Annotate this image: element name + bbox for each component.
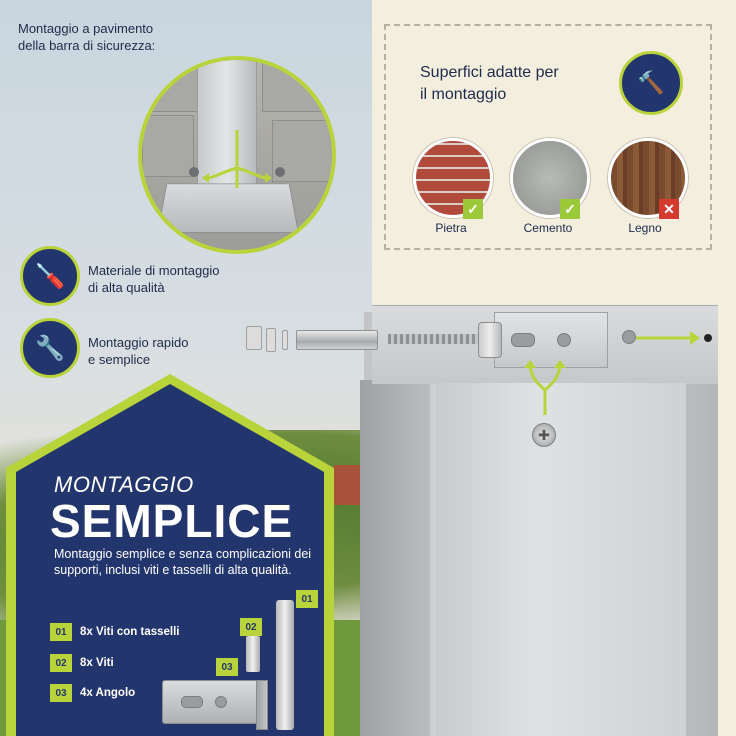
item-label-screws: 8x Viti [80,657,114,669]
item-number-03: 03 [50,684,72,702]
surfaces-title-line2: il montaggio [420,86,507,103]
part-tag-01: 01 [296,590,318,608]
part-screw-with-plug [276,600,294,730]
surfaces-title: Superfici adatte per il montaggio [420,62,620,106]
part-angle-side [256,680,268,730]
mounting-bracket [494,312,608,368]
floor-mount-title-line1: Montaggio a pavimento [18,21,154,36]
check-icon: ✓ [560,199,580,219]
phillips-screw-icon: ✚ [532,423,556,447]
screwdriver-thumb-icon: 🪛 [20,246,80,306]
feature-quality: Materiale di montaggio di alta qualità [88,262,220,296]
floor-arrows [189,130,285,188]
item-number-01: 01 [50,623,72,641]
screwdriver-wrench-icon: 🔧 [20,318,80,378]
item-label-screws-plugs: 8x Viti con tasselli [80,626,180,638]
rail-front [436,383,686,736]
item-label-angles: 4x Angolo [80,687,136,699]
surfaces-title-line1: Superfici adatte per [420,64,559,81]
surfaces-box [384,24,712,250]
part-tag-02: 02 [240,618,262,636]
hammer-icon: 🔨 [619,51,683,115]
wall-plug [296,330,378,350]
feature-quality-line1: Materiale di montaggio [88,263,220,278]
screw-head [478,322,502,358]
panel-subtitle: MONTAGGIO [54,472,194,497]
cross-icon: ✕ [659,199,679,219]
surface-wood-label: Legno [628,221,662,235]
panel-title: SEMPLICE [50,495,294,547]
lag-screw [388,334,488,344]
feature-quick: Montaggio rapido e semplice [88,334,188,368]
spring-washer [282,330,288,350]
floor-mount-photo [138,56,336,254]
check-icon: ✓ [463,199,483,219]
surface-concrete-label: Cemento [523,221,573,235]
feature-quick-line1: Montaggio rapido [88,335,189,350]
nut [266,328,276,352]
feature-quality-line2: di alta qualità [88,280,165,295]
part-screw [246,636,260,672]
part-tag-03: 03 [216,658,238,676]
item-number-02: 02 [50,654,72,672]
surface-stone-label: Pietra [435,221,467,235]
feature-quick-line2: e semplice [88,352,151,367]
panel-description: Montaggio semplice e senza complicazioni… [54,547,312,577]
rail-side [360,380,430,736]
floor-mount-title-line2: della barra di sicurezza: [18,38,156,53]
washer [246,326,262,350]
part-angle-bracket [162,680,258,724]
floor-mount-title: Montaggio a pavimento della barra di sic… [18,20,228,54]
rail-hole [622,330,636,344]
